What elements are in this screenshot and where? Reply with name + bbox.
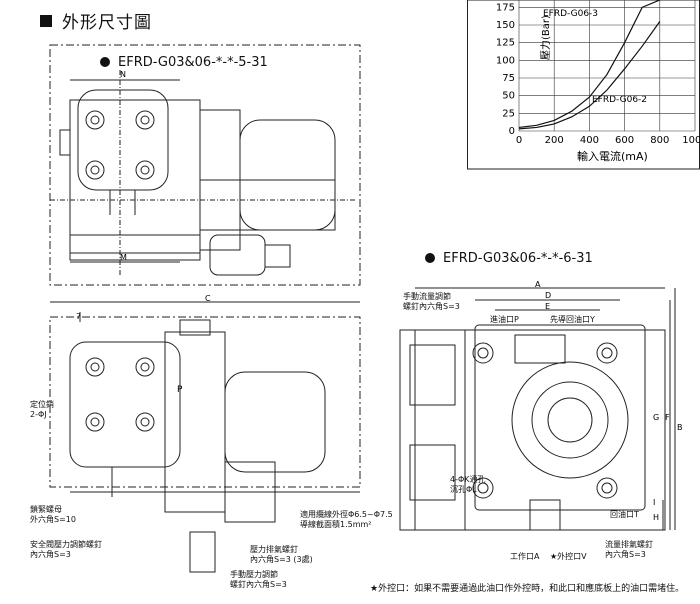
pressure-current-chart: 0 25 50 75 100 125 150 175 0 200 400 600 800 1000 壓力(…: [467, 0, 700, 170]
view1-outline: [49, 44, 361, 286]
label-manual-pressure: 手動壓力調節 螺釘內六角S=3: [230, 570, 287, 589]
heading-square-icon: [40, 15, 52, 27]
dim-c-label: C: [205, 295, 211, 303]
label-bleed: 流量排氣螺釘 內六角S=3: [605, 540, 653, 559]
dim-c-line: C: [50, 295, 360, 303]
label-bolt-hole: 4-ΦK通孔 沉孔ΦL: [450, 475, 486, 494]
y-tick-label: 100: [496, 55, 515, 66]
dim-d-label: D: [545, 291, 551, 300]
dim-g-label: G: [653, 413, 659, 422]
bullet-icon: [100, 57, 110, 67]
view1-drawing: N M: [49, 44, 361, 286]
view3-drawing: A D E B F G H I: [399, 280, 683, 531]
view2-drawing: P: [49, 312, 361, 573]
x-tick-label: 1000: [682, 135, 700, 146]
x-tick-label: 600: [615, 135, 634, 146]
series-label-g06-2: EFRD-G06-2: [592, 95, 647, 105]
label-bleed-screw: 壓力排氣螺釘 內六角S=3 (3處): [250, 545, 313, 564]
view3-title: EFRD-G03&06-*-*-6-31: [425, 251, 593, 266]
dim-b-label: B: [677, 423, 683, 432]
label-port-t: 回油口T: [610, 510, 639, 519]
x-tick-label: 0: [516, 135, 522, 146]
label-port-p: 進油口P: [490, 315, 519, 324]
x-tick-label: 200: [545, 135, 564, 146]
x-tick-label: 800: [650, 135, 669, 146]
series-line-0: [518, 0, 661, 129]
chart-xlabel: 輸入電流(mA): [577, 149, 648, 163]
series-line-1: [518, 21, 661, 130]
label-cable: 適用纜線外徑Φ6.5~Φ7.5 導線截面積1.5mm²: [300, 510, 393, 529]
p-mark: P: [177, 385, 183, 395]
label-lock-nut: 鎖緊螺母 外六角S=10: [30, 505, 76, 524]
chart-grid: [518, 0, 696, 132]
dim-e-label: E: [545, 302, 550, 311]
view1-title: EFRD-G03&06-*-*-5-31: [100, 55, 268, 70]
label-port-v: ★外控口V: [550, 552, 587, 561]
y-tick-label: 25: [502, 108, 515, 119]
x-tick-label: 400: [580, 135, 599, 146]
chart-series: [518, 0, 661, 130]
dim-f-label: F: [665, 413, 670, 422]
label-manual-flow: 手動流量調節 螺釘內六角S=3: [403, 292, 460, 311]
y-tick-label: 0: [509, 126, 515, 137]
y-tick-label: 125: [496, 38, 515, 49]
dim-7-label: 7: [76, 312, 82, 321]
y-tick-label: 50: [502, 91, 515, 102]
dim-a-label: A: [535, 280, 541, 289]
label-safety-screw: 安全閥壓力調節螺釘 內六角S=3: [30, 540, 102, 559]
chart-ylabel: 壓力(Bar): [539, 15, 552, 60]
label-locating-pin: 定位銷 2-ΦJ: [30, 400, 54, 419]
section-heading: 外形尺寸圖: [40, 8, 152, 33]
label-port-a: 工作口A: [510, 552, 540, 561]
y-tick-label: 175: [496, 2, 515, 13]
footnote: ★外控口：如果不需要通過此油口作外控時，和此口和應底板上的油口需堵住。: [370, 584, 685, 594]
label-port-y: 先導回油口Y: [550, 315, 595, 324]
y-tick-label: 75: [502, 73, 515, 84]
y-tick-label: 150: [496, 20, 515, 31]
series-label-g06-3: EFRD-G06-3: [543, 9, 598, 19]
chart-ticks: 0 25 50 75 100 125 150 175 0 200 400 600 800 1000: [496, 2, 700, 146]
dim-n-label: N: [120, 70, 126, 79]
dim-m-label: M: [120, 253, 127, 262]
bullet-icon: [425, 253, 435, 263]
dim-i-label: I: [653, 498, 655, 507]
dim-h-label: H: [653, 513, 659, 522]
